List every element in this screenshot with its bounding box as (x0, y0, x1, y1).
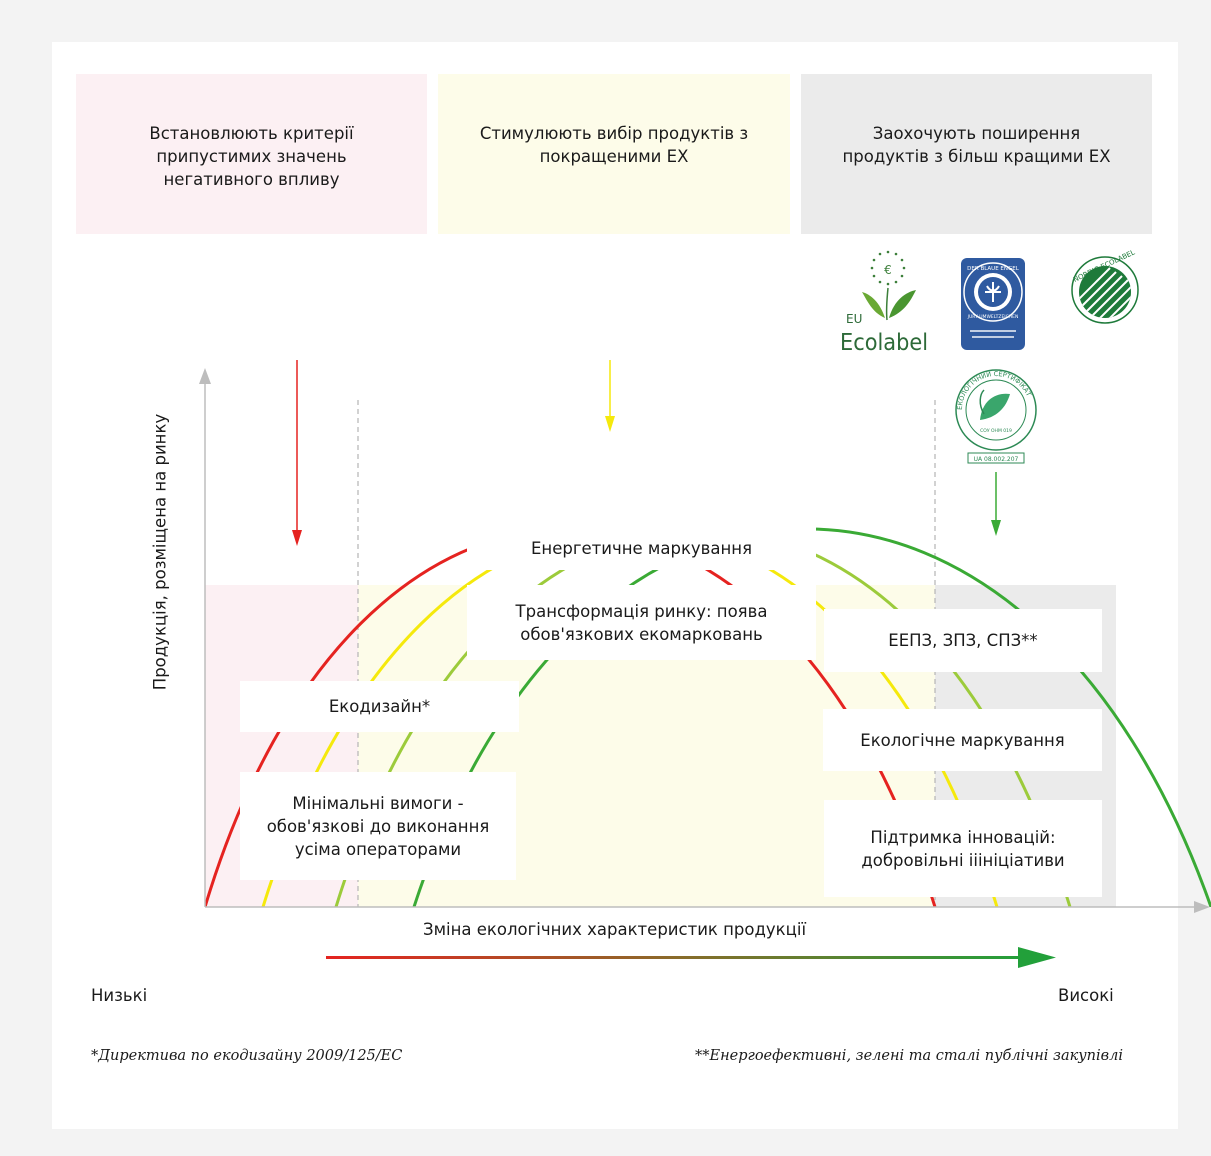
svg-text:€: € (884, 263, 892, 277)
ukraine-eco-certificate-logo: ЕКОЛОГІЧНИЙ СЕРТИФІКАТ СОУ ОНМ 019 UA 08… (955, 369, 1037, 464)
footnote-ecodesign: *Директива по екодизайну 2009/125/EC (91, 1048, 403, 1064)
eu-ecolabel-logo: € EU Ecolabel (840, 250, 928, 356)
axis-low-label: Низькі (91, 986, 148, 1005)
y-axis-label: Продукція, розміщена на ринку (150, 413, 170, 691)
svg-text:UA 08.002.207: UA 08.002.207 (974, 456, 1019, 463)
svg-text:СОУ ОНМ 019: СОУ ОНМ 019 (980, 428, 1012, 434)
label-energy-labeling: Енергетичне маркування (467, 526, 816, 570)
arrow-red-head (292, 530, 302, 546)
header-encourage-text: Заохочують поширення продуктів з більш к… (842, 124, 1111, 166)
y-axis-arrowhead (199, 368, 211, 384)
svg-text:DER BLAUE ENGEL: DER BLAUE ENGEL (967, 266, 1020, 272)
gradient-arrow-bar (326, 956, 1024, 959)
header-stimulate-text: Стимулюють вибір продуктів з покращеними… (479, 124, 749, 166)
label-minimum-requirements: Мінімальні вимоги - обов'язкові до викон… (240, 772, 516, 880)
axis-high-label: Високі (1058, 986, 1114, 1005)
header-box-stimulate: Стимулюють вибір продуктів з покращеними… (438, 74, 790, 234)
header-standards-text: Встановлюють критерії припустимих значен… (149, 124, 354, 189)
svg-text:JURY UMWELTZEICHEN: JURY UMWELTZEICHEN (967, 314, 1019, 320)
header-box-standards: Встановлюють критерії припустимих значен… (76, 74, 427, 234)
blue-angel-logo: DER BLAUE ENGEL JURY UMWELTZEICHEN (961, 258, 1025, 350)
x-axis-arrowhead (1194, 901, 1210, 913)
footnote-procurement: **Енергоефективні, зелені та сталі публі… (695, 1048, 1123, 1064)
ecolabel-word: Ecolabel (840, 330, 928, 356)
arrow-green-head (991, 520, 1001, 536)
x-axis-label: Зміна екологічних характеристик продукці… (423, 920, 807, 939)
label-market-transformation: Трансформація ринку: поява обов'язкових … (467, 585, 816, 660)
label-eco-labeling: Екологічне маркування (823, 709, 1102, 771)
label-ecodesign: Екодизайн* (240, 681, 519, 732)
nordic-ecolabel-logo: NORDIC ECOLABEL (1071, 248, 1139, 324)
ecolabel-prefix: EU (846, 312, 862, 326)
label-innovation-support: Підтримка інновацій: добровільні ііініці… (824, 800, 1102, 897)
label-public-procurement: ЕЕПЗ, ЗПЗ, СПЗ** (824, 609, 1102, 672)
arrow-yellow-head (605, 416, 615, 432)
gradient-arrow-head (1018, 947, 1056, 968)
header-box-encourage: Заохочують поширення продуктів з більш к… (801, 74, 1152, 234)
